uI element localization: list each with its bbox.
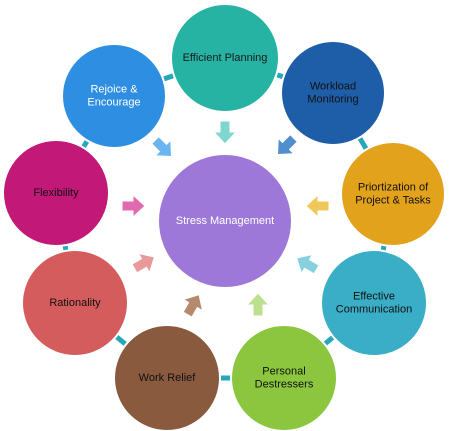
node-personal-destressers-label: Personal [262, 365, 305, 377]
node-workload-monitoring-circle [280, 40, 386, 146]
node-personal-destressers-label: Destressers [255, 378, 314, 390]
arrow-flexibility [121, 193, 146, 219]
node-workload-monitoring-label: Workload [310, 80, 356, 92]
arrow-efficient-planning [212, 120, 238, 145]
node-rejoice-encourage-circle [61, 43, 167, 149]
node-rejoice-encourage-label: Rejoice & [90, 83, 138, 95]
arrow-rejoice-encourage [150, 135, 173, 158]
node-flexibility-label: Flexibility [33, 187, 79, 199]
arrow-personal-destressers [245, 292, 271, 317]
node-work-relief-circle [113, 324, 221, 431]
arrow-rationality [131, 252, 156, 274]
node-priortization-label: Priortization of [358, 181, 429, 193]
node-rejoice-encourage-label: Encourage [87, 96, 140, 108]
arrow-group [121, 120, 330, 318]
arrow-work-relief [182, 293, 204, 318]
node-rationality-circle [21, 249, 129, 357]
node-work-relief-label: Work Relief [139, 372, 197, 384]
node-personal-destressers-circle [230, 324, 338, 431]
node-priortization-label: Project & Tasks [355, 194, 431, 206]
node-efficient-planning: Efficient Planning [170, 3, 280, 113]
node-rejoice-encourage: Rejoice &Encourage [61, 43, 167, 149]
connector-ring [53, 55, 396, 381]
center-group: Stress Management [157, 153, 293, 289]
node-flexibility-circle [2, 139, 110, 247]
node-workload-monitoring-label: Monitoring [307, 93, 358, 105]
node-rationality: Rationality [21, 249, 129, 357]
node-flexibility: Flexibility [2, 139, 110, 247]
node-rationality-label: Rationality [49, 297, 101, 309]
node-effective-communication-label: Communication [336, 303, 412, 315]
node-priortization-circle [340, 141, 446, 247]
node-group: Efficient PlanningWorkloadMonitoringPrio… [2, 3, 446, 431]
arrow-workload-monitoring [276, 133, 299, 156]
node-effective-communication-circle [320, 249, 428, 357]
arrow-priortization [305, 193, 330, 219]
node-efficient-planning-label: Efficient Planning [183, 52, 268, 64]
connector-ring-line [53, 55, 396, 381]
center-circle [157, 153, 293, 289]
node-efficient-planning-circle [170, 3, 280, 113]
node-work-relief: Work Relief [113, 324, 221, 431]
arrow-effective-communication [295, 253, 320, 275]
node-effective-communication-label: Effective [353, 290, 395, 302]
center-label: Stress Management [176, 215, 274, 227]
